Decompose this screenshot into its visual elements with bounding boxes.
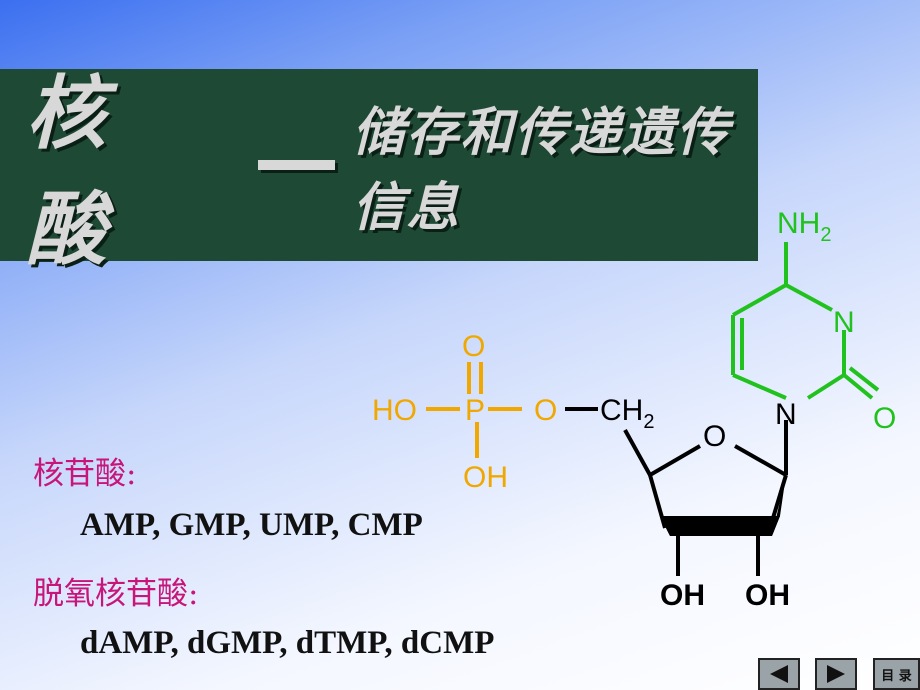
ribonucleotide-list: AMP, GMP, UMP, CMP xyxy=(80,507,423,543)
deoxyribonucleotide-label: 脱氧核苷酸: xyxy=(33,576,199,612)
banner-title: 核 酸 储存和传递遗传信息 xyxy=(26,67,758,276)
phosphate-bonds xyxy=(426,362,522,458)
ribose-ring-oxygen: O xyxy=(703,420,726,453)
triangle-right-icon xyxy=(827,665,845,683)
methylene-group: CH2 xyxy=(600,394,654,433)
ribonucleotide-label: 核苷酸: xyxy=(33,456,137,492)
hydroxyl-2prime: OH xyxy=(660,579,705,612)
previous-button[interactable] xyxy=(758,658,800,690)
ribose-bold-edge xyxy=(660,516,780,536)
next-button[interactable] xyxy=(815,658,857,690)
amino-group: NH2 xyxy=(777,207,831,246)
deoxyribonucleotide-list: dAMP, dGMP, dTMP, dCMP xyxy=(80,625,495,661)
table-of-contents-button[interactable]: 目 录 xyxy=(873,658,920,690)
phosphate-hydroxyl-left: HO xyxy=(372,394,417,427)
glycosidic-nitrogen: N xyxy=(775,398,797,431)
title-banner: 核 酸 储存和传递遗传信息 xyxy=(0,67,758,276)
phosphate-oxo-oxygen: O xyxy=(462,330,485,363)
ribose-wedge-right xyxy=(772,475,786,536)
phosphate-hydroxyl-bottom: OH xyxy=(463,461,508,494)
banner-word: 核 酸 xyxy=(26,67,136,276)
phosphate-ester-oxygen: O xyxy=(534,394,557,427)
triangle-left-icon xyxy=(770,665,788,683)
cytosine-ring xyxy=(731,242,880,400)
ring-nitrogen-n3: N xyxy=(833,306,855,339)
phosphorus: P xyxy=(465,394,485,427)
ribose-wedge-left xyxy=(650,475,670,536)
nucleotide-structure: O HO P O OH CH2 O OH OH N xyxy=(372,207,896,612)
carbonyl-oxygen: O xyxy=(873,402,896,435)
hydroxyl-3prime: OH xyxy=(745,579,790,612)
banner-dash xyxy=(257,160,335,170)
banner-subtitle: 储存和传递遗传信息 xyxy=(352,103,731,238)
